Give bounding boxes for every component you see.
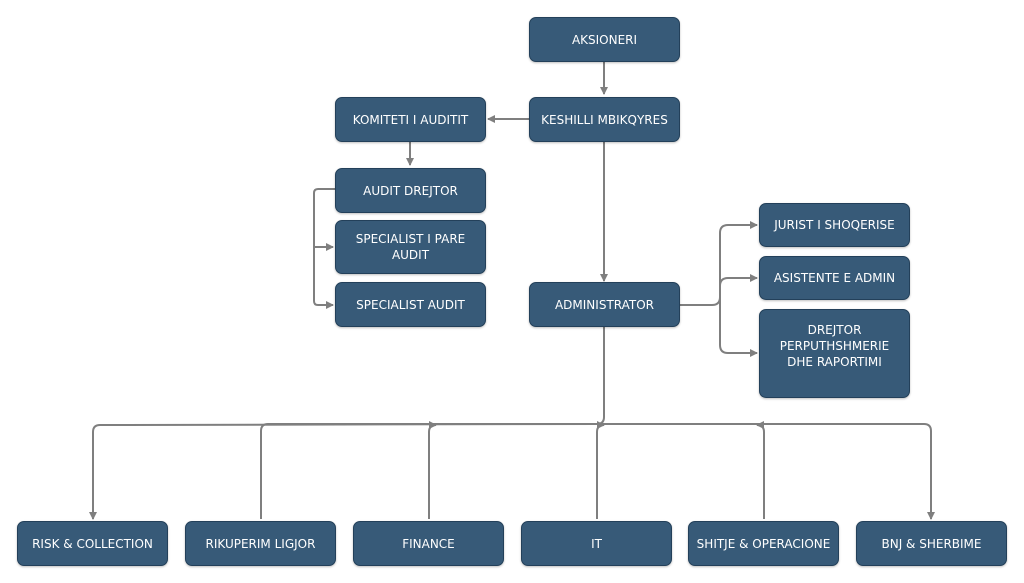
- node-jurist-shoqerise[interactable]: JURIST I SHOQERISE: [759, 203, 910, 247]
- node-label: IT: [591, 536, 602, 551]
- node-label: SPECIALIST AUDIT: [356, 297, 465, 312]
- node-label: SPECIALIST I PARE AUDIT: [355, 232, 466, 262]
- node-label: SHITJE & OPERACIONE: [696, 536, 831, 551]
- node-label: RIKUPERIM LIGJOR: [205, 536, 316, 551]
- node-administrator[interactable]: ADMINISTRATOR: [529, 282, 680, 327]
- node-shitje-operacione[interactable]: SHITJE & OPERACIONE: [688, 521, 839, 566]
- node-label: KESHILLI MBIKQYRES: [541, 112, 668, 127]
- node-specialist-audit[interactable]: SPECIALIST AUDIT: [335, 282, 486, 327]
- node-label: JURIST I SHOQERISE: [774, 218, 895, 232]
- node-label: BNJ & SHERBIME: [881, 536, 982, 551]
- connector-to-shitje-operacione: [756, 421, 765, 519]
- connector-administrator-staff: [680, 221, 758, 306]
- node-drejtor-perputhshmerie[interactable]: DREJTOR PERPUTHSHMERIE DHE RAPORTIMI: [759, 309, 910, 398]
- node-finance[interactable]: FINANCE: [353, 521, 504, 566]
- connector-to-it: [596, 421, 605, 519]
- node-label: KOMITETI I AUDITIT: [352, 112, 469, 127]
- node-komiteti-auditit[interactable]: KOMITETI I AUDITIT: [335, 97, 486, 142]
- node-label: ASISTENTE E ADMIN: [773, 271, 896, 285]
- node-bnj-sherbime[interactable]: BNJ & SHERBIME: [856, 521, 1007, 566]
- node-label: FINANCE: [402, 536, 455, 551]
- node-label: AKSIONERI: [571, 32, 638, 47]
- node-label: AUDIT DREJTOR: [363, 183, 458, 198]
- node-keshilli-mbikqyres[interactable]: KESHILLI MBIKQYRES: [529, 97, 680, 142]
- connector-administrator-asistente: [719, 274, 758, 287]
- node-label: DREJTOR PERPUTHSHMERIE DHE RAPORTIMI: [779, 323, 890, 369]
- connector-to-finance: [428, 421, 437, 519]
- connector-administrator-drejtor-perputhshmerie: [719, 297, 758, 357]
- node-risk-collection[interactable]: RISK & COLLECTION: [17, 521, 168, 566]
- node-audit-drejtor[interactable]: AUDIT DREJTOR: [335, 168, 486, 213]
- node-aksioneri[interactable]: AKSIONERI: [529, 17, 680, 62]
- connector-to-rikuperim-ligjor: [260, 423, 935, 520]
- node-label: ADMINISTRATOR: [554, 297, 655, 312]
- node-label: RISK & COLLECTION: [32, 536, 153, 551]
- node-asistente-admin[interactable]: ASISTENTE E ADMIN: [759, 256, 910, 300]
- node-specialist-pare-audit[interactable]: SPECIALIST I PARE AUDIT: [335, 220, 486, 274]
- node-it[interactable]: IT: [521, 521, 672, 566]
- node-rikuperim-ligjor[interactable]: RIKUPERIM LIGJOR: [185, 521, 336, 566]
